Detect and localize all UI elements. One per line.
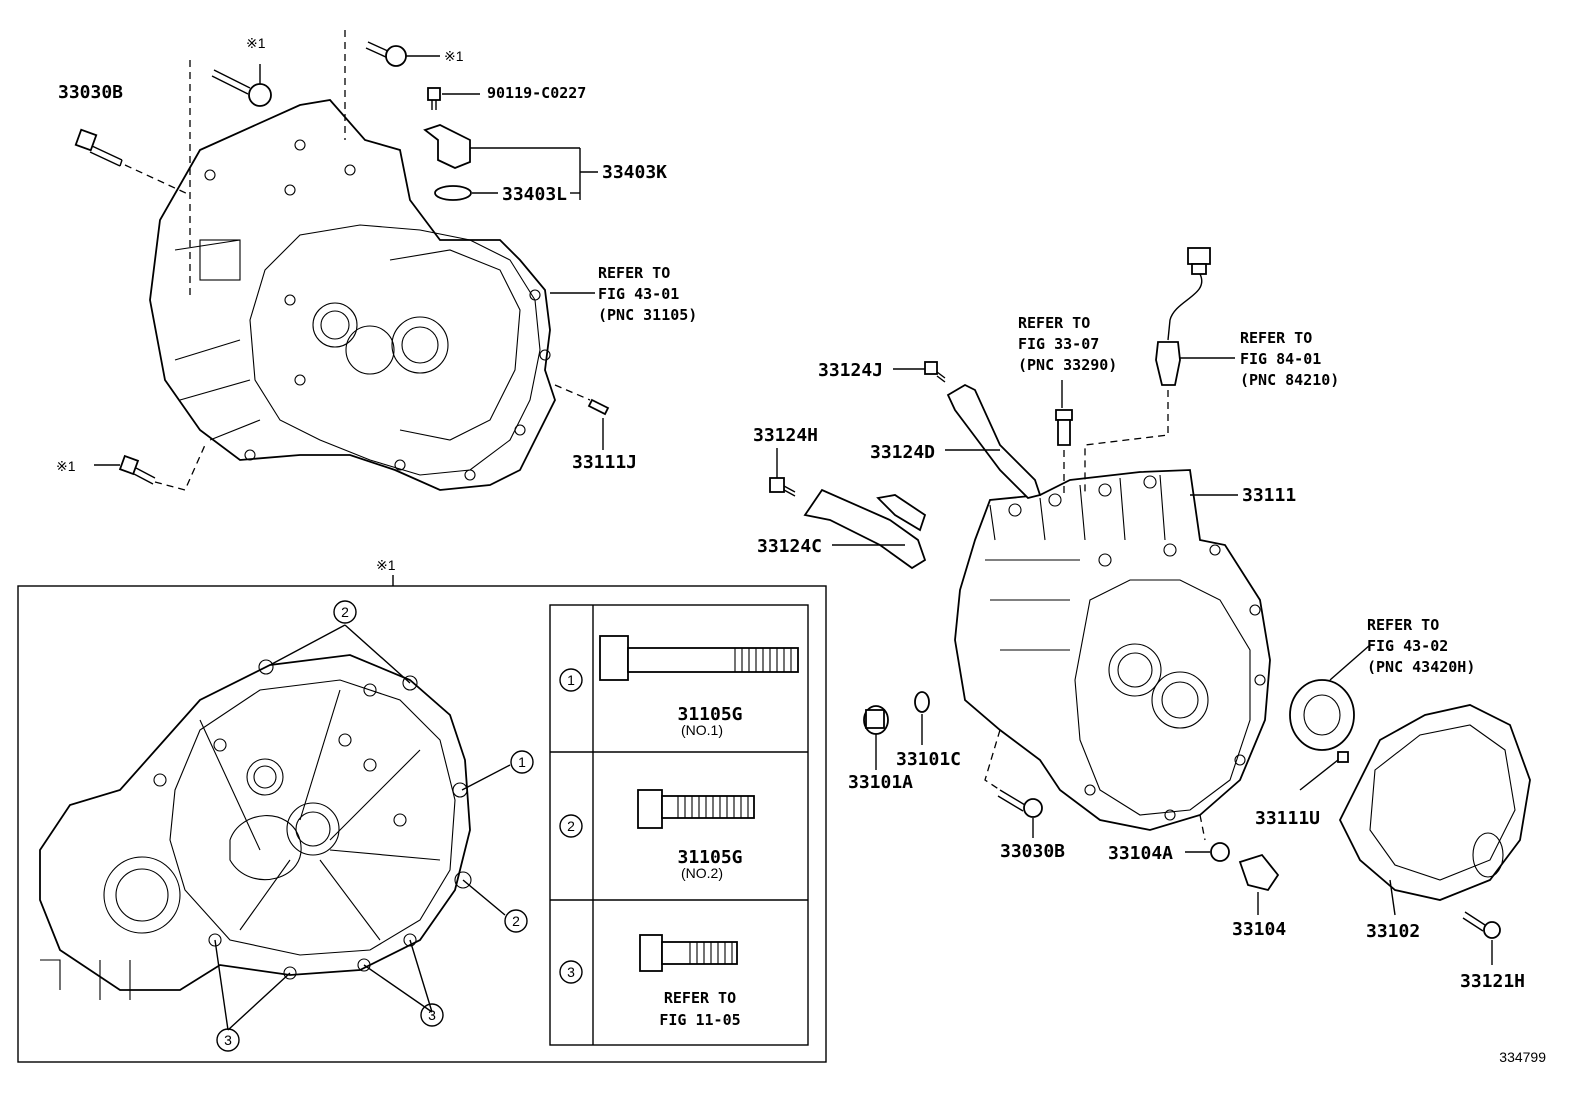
row-1-index: 1	[567, 672, 575, 688]
row-1-part: 31105G	[677, 704, 742, 725]
label-33403K: 33403K	[602, 162, 667, 183]
oring-33403L	[434, 185, 580, 201]
refer-33-07-line2: FIG 33-07	[1018, 335, 1099, 353]
row-3-index: 3	[567, 964, 575, 980]
refer-43-01-line1: REFER TO	[598, 264, 670, 282]
label-33030B-bottom: 33030B	[1000, 841, 1065, 862]
inset-callout-3-right-label: 3	[428, 1007, 436, 1023]
label-33124H: 33124H	[753, 425, 818, 446]
row-2-index: 2	[567, 818, 575, 834]
label-33403L: 33403L	[502, 184, 567, 205]
refer-43-01-line3: (PNC 31105)	[598, 306, 697, 324]
transmission-case-33111	[954, 469, 1271, 831]
refer-84-01-line3: (PNC 84210)	[1240, 371, 1339, 389]
callout-ref-3: ※1	[56, 458, 76, 474]
label-33102: 33102	[1366, 921, 1420, 942]
inset-callout-2-right: 2	[504, 909, 528, 933]
inset-callout-2-top: 2	[333, 600, 357, 624]
refer-43-02-line1: REFER TO	[1367, 616, 1439, 634]
label-33121H: 33121H	[1460, 971, 1525, 992]
row-2-note: (NO.2)	[681, 865, 723, 881]
inset-callout-3-right: 3	[420, 1003, 444, 1027]
label-33101A: 33101A	[848, 772, 913, 793]
pin-33111U	[1299, 751, 1349, 791]
refer-33-07-line1: REFER TO	[1018, 314, 1090, 332]
inset-callout-2-right-label: 2	[512, 913, 520, 929]
inset-callout-2-top-label: 2	[341, 604, 349, 620]
inset-callout-3-left-label: 3	[224, 1032, 232, 1048]
inset-callout-1-right: 1	[510, 750, 534, 774]
bolt-33121H	[1462, 911, 1501, 965]
inset-callout-3-left: 3	[216, 1028, 240, 1052]
label-90119: 90119-C0227	[487, 84, 586, 102]
bolt-table-row-3: 3 REFER TO FIG 11-05	[559, 934, 741, 1029]
row-3-line2: FIG 11-05	[659, 1011, 740, 1029]
callout-ref-1: ※1	[246, 35, 266, 51]
refer-84-01-line2: FIG 84-01	[1240, 350, 1321, 368]
inset-callout-1-right-label: 1	[518, 754, 526, 770]
refer-43-02-line2: FIG 43-02	[1367, 637, 1448, 655]
bolt-33030B-bottom	[984, 729, 1043, 838]
label-33124C: 33124C	[757, 536, 822, 557]
callout-ref-2: ※1	[444, 48, 464, 64]
label-33111U: 33111U	[1255, 808, 1320, 829]
inset-frame	[17, 585, 827, 1063]
label-33124D: 33124D	[870, 442, 935, 463]
inset-bolt-holes	[153, 659, 472, 980]
sensor-33290	[1055, 380, 1073, 495]
row-3-line1: REFER TO	[664, 989, 736, 1007]
bracket-33124C	[803, 488, 927, 570]
clutch-housing	[149, 99, 556, 491]
plug-33101A	[863, 705, 889, 770]
seal-43420H	[1289, 644, 1371, 751]
plug-33104	[1238, 853, 1280, 915]
gasket-33101C	[914, 691, 930, 745]
bolt-callout-1-left	[189, 60, 272, 300]
bolt-table-row-2: 2 31105G (NO.2)	[559, 789, 755, 881]
label-33104: 33104	[1232, 919, 1286, 940]
label-33111: 33111	[1242, 485, 1296, 506]
switch-84210	[1084, 247, 1235, 495]
refer-43-01-line2: FIG 43-01	[598, 285, 679, 303]
inset-callout-ref: ※1	[376, 557, 396, 573]
bolt-33124H	[769, 448, 796, 497]
label-33101C: 33101C	[896, 749, 961, 770]
inset-housing-view	[39, 624, 511, 1031]
refer-33-07-line3: (PNC 33290)	[1018, 356, 1117, 374]
screw-90119	[427, 87, 480, 110]
bolt-table-row-1: 1 31105G (NO.1)	[559, 635, 799, 738]
row-2-part: 31105G	[677, 847, 742, 868]
bolt-callout-1-bottom	[94, 444, 206, 491]
label-33104A: 33104A	[1108, 843, 1173, 864]
label-33124J: 33124J	[818, 360, 883, 381]
label-33111J: 33111J	[572, 452, 637, 473]
row-1-note: (NO.1)	[681, 722, 723, 738]
cover-33102	[1338, 704, 1531, 916]
refer-84-01-line1: REFER TO	[1240, 329, 1312, 347]
diagram-id: 334799	[1499, 1049, 1546, 1065]
pin-33111J	[554, 384, 610, 450]
bolt-33124J	[893, 361, 946, 383]
bracket-33124D	[945, 383, 1042, 499]
bolt-table: 1 31105G (NO.1) 2 31105G (NO.2) 3 REFER …	[549, 604, 809, 1046]
bolt-33030B-top	[74, 128, 191, 196]
gasket-33104A	[1185, 814, 1230, 862]
label-33030B-top: 33030B	[58, 82, 123, 103]
bolt-callout-1-right	[344, 30, 440, 140]
refer-43-02-line3: (PNC 43420H)	[1367, 658, 1475, 676]
plate-33403K	[423, 124, 598, 200]
